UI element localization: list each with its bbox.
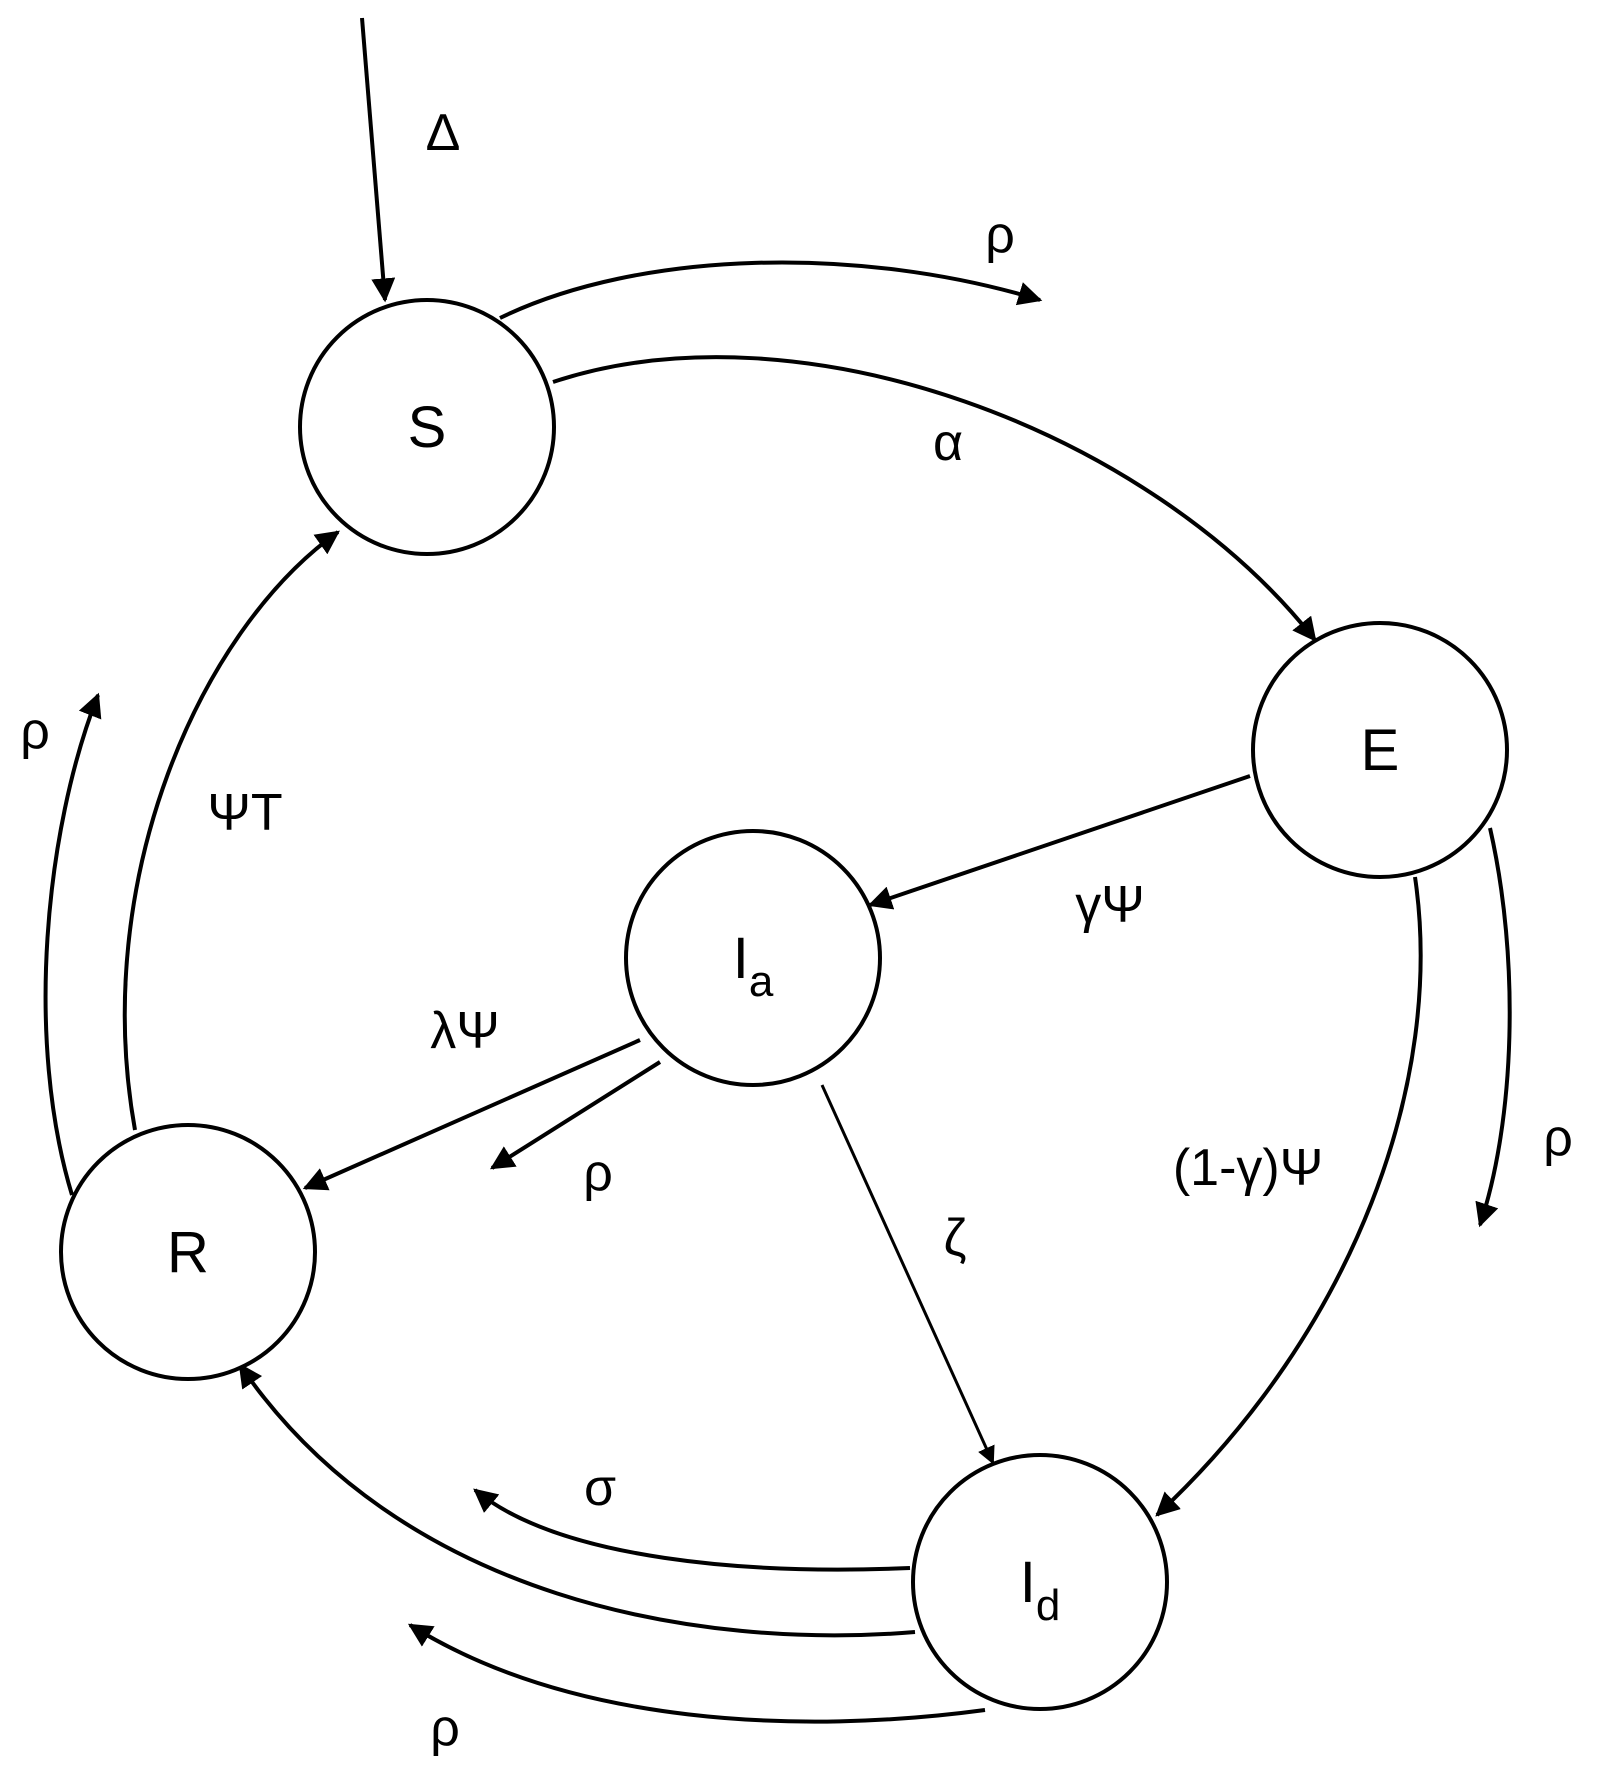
- ia-to-id-arrow: [820, 1084, 995, 1465]
- s-exit-label: ρ: [985, 206, 1015, 264]
- node-r: R: [59, 1123, 317, 1381]
- ia-exit-label: ρ: [583, 1144, 613, 1202]
- node-s-label: S: [408, 395, 447, 460]
- node-ia-subscript: a: [749, 957, 774, 1006]
- node-s: S: [298, 298, 556, 556]
- s-exit-arrow: [499, 260, 1043, 320]
- node-ia-label: Ia: [733, 926, 774, 1006]
- r-exit-label: ρ: [20, 702, 50, 760]
- node-ia-base: I: [733, 926, 749, 991]
- e-exit-label: ρ: [1543, 1109, 1573, 1167]
- ia-to-r-label: λΨ: [430, 1002, 499, 1060]
- r-exit-arrow: [43, 692, 102, 1196]
- node-e: E: [1251, 621, 1509, 879]
- ia-exit-arrow: [489, 1060, 662, 1170]
- ia-to-id-label: ζ: [944, 1209, 967, 1267]
- e-to-ia-label: γΨ: [1075, 876, 1144, 934]
- s-to-e-arrow: [552, 355, 1317, 642]
- node-id-base: I: [1020, 1550, 1036, 1615]
- node-id-label: Id: [1020, 1550, 1061, 1630]
- node-r-label: R: [167, 1220, 209, 1285]
- e-exit-arrow: [1475, 827, 1512, 1228]
- node-e-label: E: [1361, 718, 1400, 783]
- ia-to-r-arrow: [302, 1038, 641, 1191]
- node-id: Id: [911, 1453, 1169, 1711]
- s-to-e-label: α: [933, 414, 963, 472]
- recruitment-arrow: [360, 17, 396, 303]
- r-to-s-arrow: [122, 530, 340, 1131]
- r-to-s-label: ΨT: [207, 784, 282, 842]
- node-ia: Ia: [624, 829, 882, 1087]
- e-to-id-arrow: [1155, 876, 1423, 1517]
- id-exit-label: ρ: [430, 1699, 460, 1757]
- recruitment-label: Δ: [426, 104, 461, 162]
- e-to-id-label: (1-γ)Ψ: [1173, 1139, 1323, 1197]
- id-exit-sigma-arrow: [473, 1488, 911, 1572]
- id-to-r-arrow: [238, 1363, 916, 1638]
- node-id-subscript: d: [1036, 1581, 1060, 1630]
- e-to-ia-arrow: [867, 774, 1251, 910]
- id-to-r-label: σ: [584, 1459, 616, 1517]
- id-exit-rho-arrow: [407, 1623, 986, 1724]
